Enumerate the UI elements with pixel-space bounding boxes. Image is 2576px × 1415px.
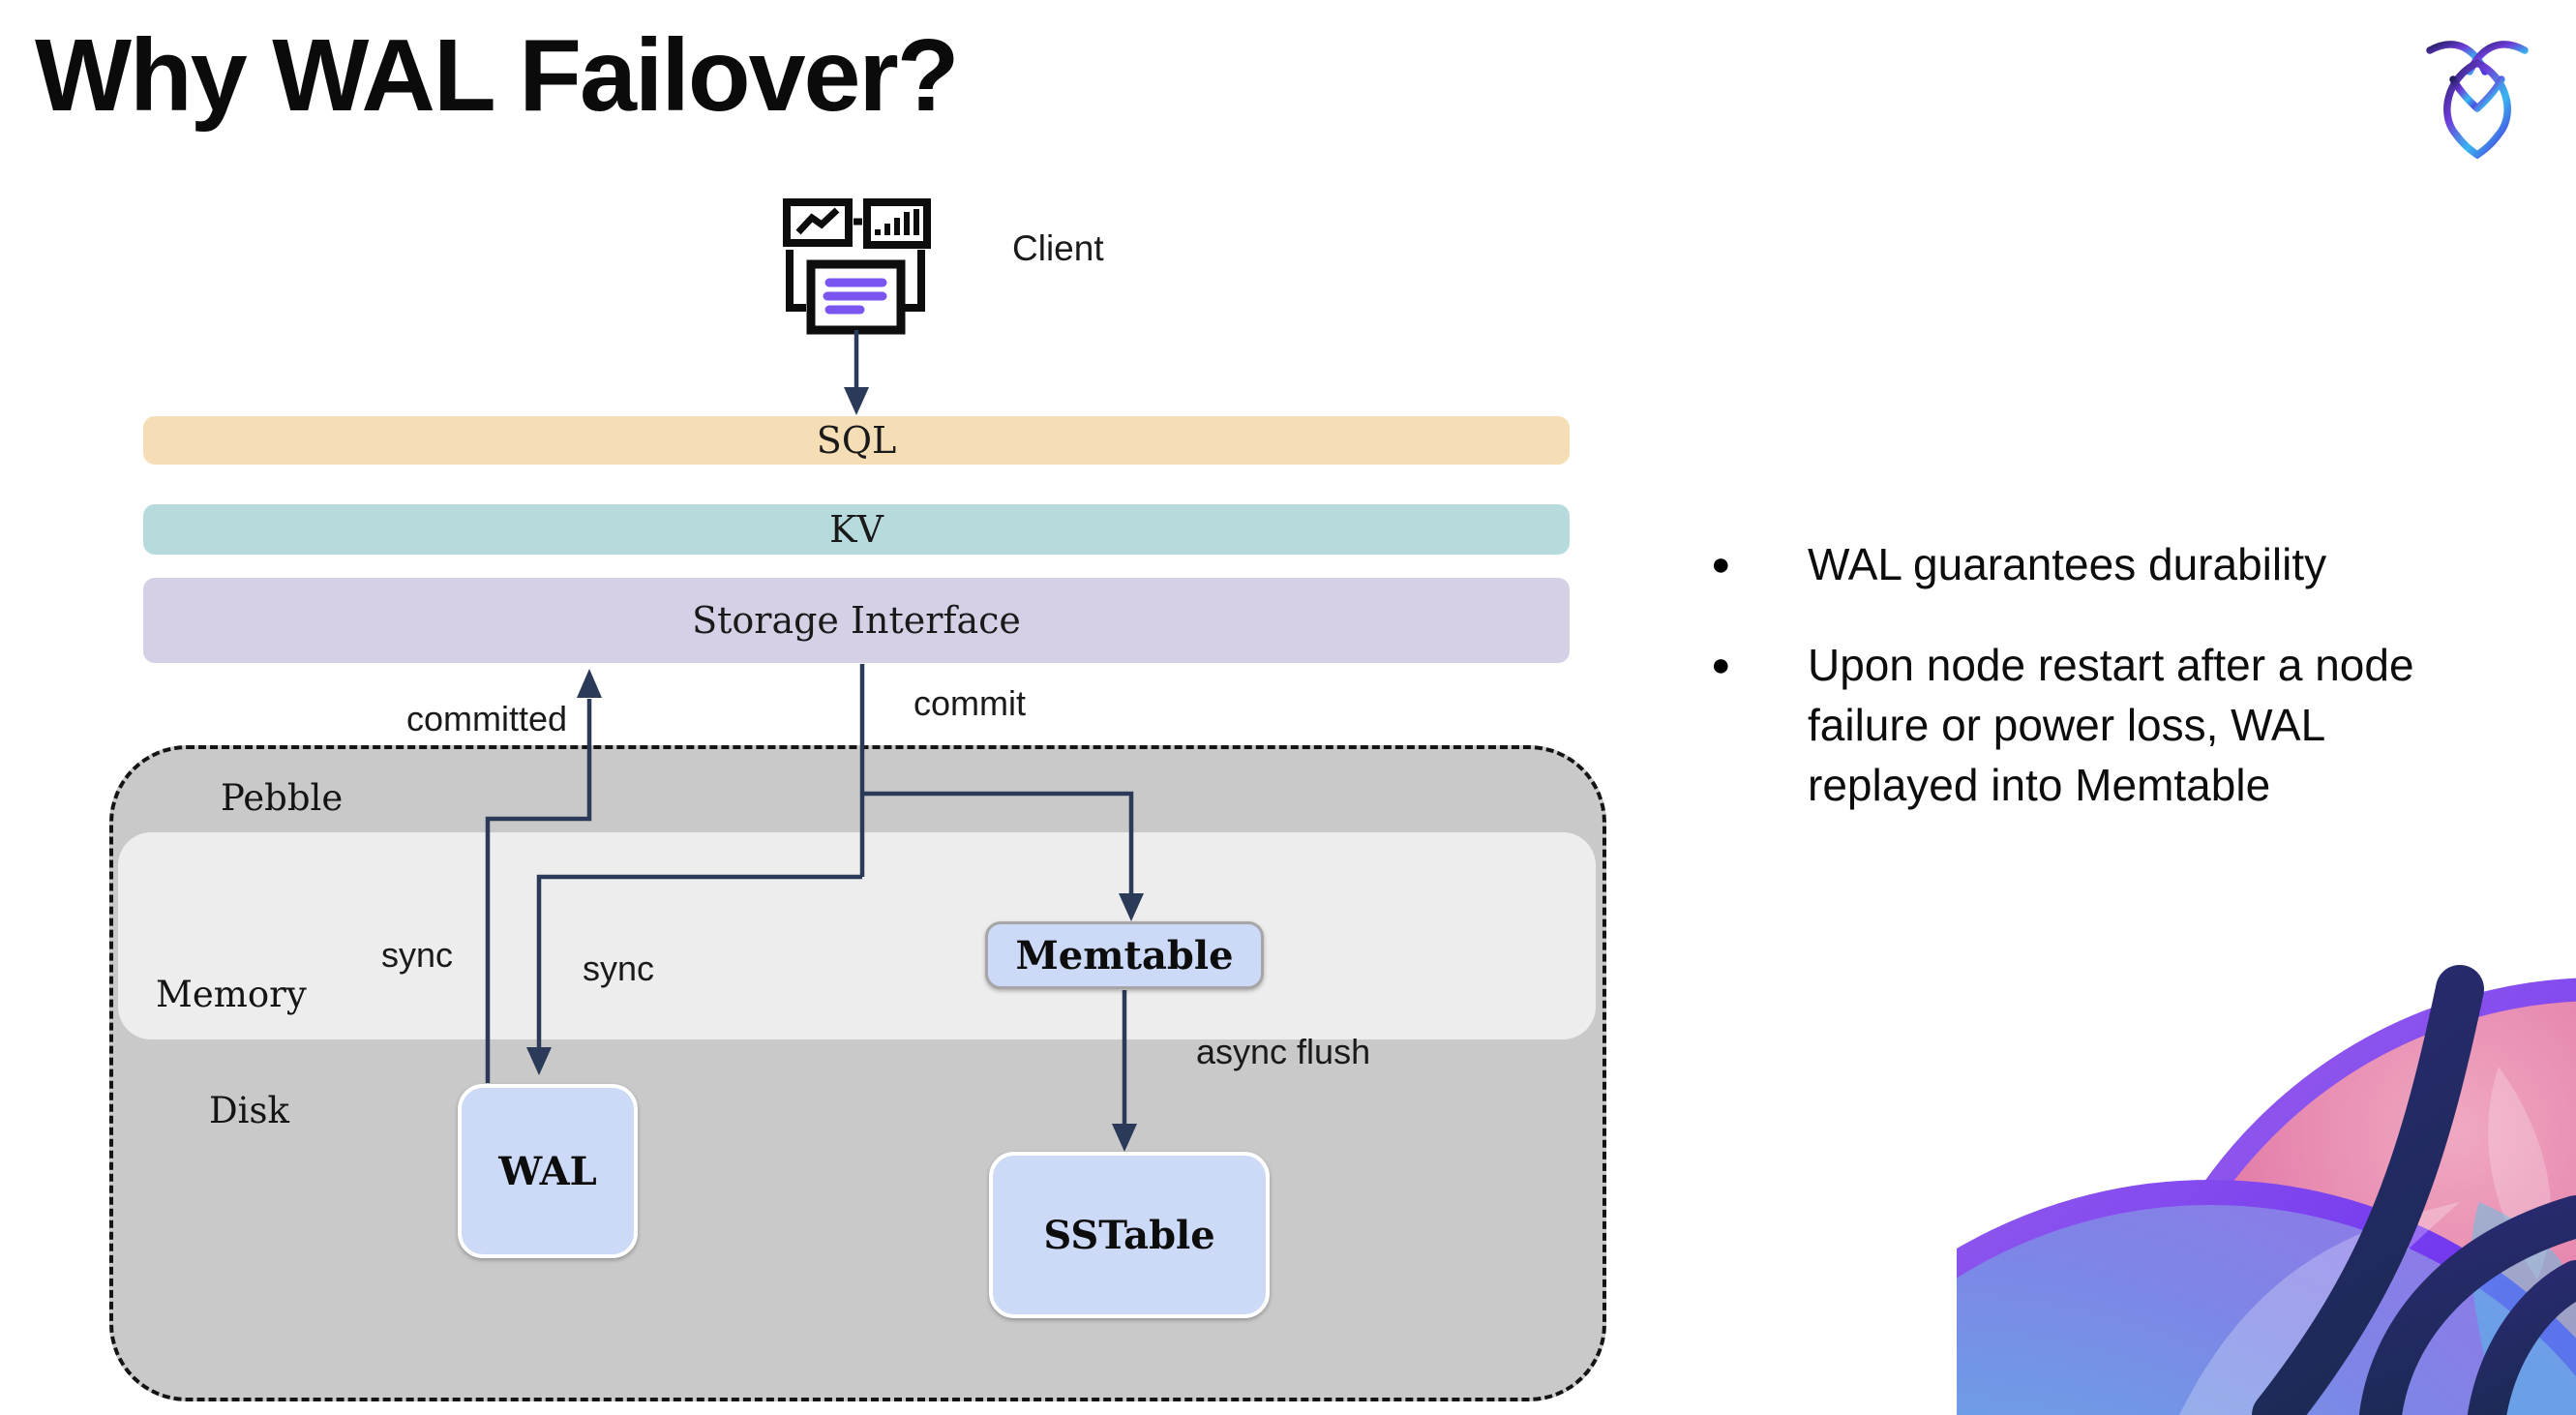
client-icon [780,196,931,336]
edge-label-commit: commit [914,683,1026,723]
bullet-dot: ● [1711,647,1731,683]
bullet-dot: ● [1711,546,1731,583]
cockroach-corner-graphic [1957,960,2576,1415]
bullet-item: ● Upon node restart after a node failure… [1686,635,2479,815]
edge-label-sync-right: sync [583,948,655,988]
edge-label-sync-left: sync [381,935,454,975]
layer-kv-label: KV [829,508,884,551]
disk-label: Disk [209,1090,289,1131]
node-memtable: Memtable [985,921,1264,989]
page-title: Why WAL Failover? [35,18,959,133]
node-wal: WAL [458,1084,638,1258]
bullet-item: ● WAL guarantees durability [1686,534,2479,594]
layer-sql-label: SQL [816,419,897,462]
layer-storage-interface: Storage Interface [143,578,1570,663]
node-memtable-label: Memtable [1015,932,1234,978]
node-sstable-label: SSTable [1043,1212,1215,1258]
cockroachdb-logo-icon [2424,37,2531,159]
bullet-list: ● WAL guarantees durability ● Upon node … [1686,534,2479,815]
node-sstable: SSTable [989,1152,1270,1318]
node-wal-label: WAL [498,1148,597,1194]
pebble-label: Pebble [221,777,344,819]
layer-kv: KV [143,504,1570,555]
bullet-text: Upon node restart after a node failure o… [1808,640,2414,810]
memory-label: Memory [156,974,307,1015]
layer-storage-interface-label: Storage Interface [692,599,1021,642]
memory-zone [118,832,1596,1039]
client-label: Client [1012,228,1104,268]
edge-label-committed: committed [406,699,568,738]
edge-label-async-flush: async flush [1196,1032,1371,1071]
layer-sql: SQL [143,416,1570,465]
bullet-text: WAL guarantees durability [1808,539,2327,589]
